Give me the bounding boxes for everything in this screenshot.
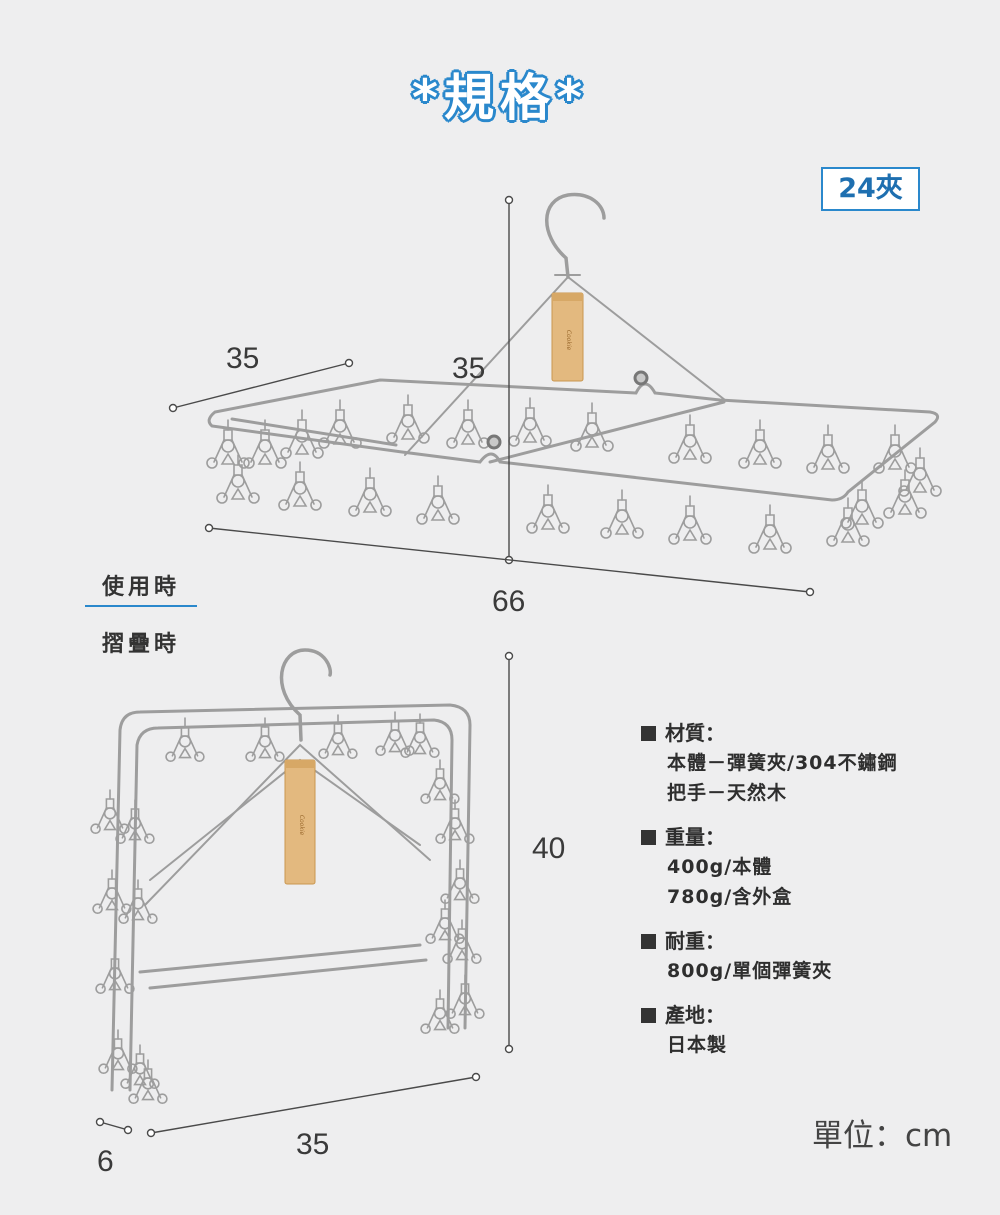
clothespin-icon xyxy=(600,489,644,539)
clothespin-icon xyxy=(420,989,460,1034)
clothespin-icon xyxy=(840,479,884,529)
clothespin-icon xyxy=(526,484,570,534)
clothespin-icon xyxy=(898,447,942,497)
folded-hanger-illustration xyxy=(90,648,485,1104)
dimension-lines xyxy=(95,195,815,1138)
bullet-square-icon xyxy=(641,726,656,741)
spec-line: 把手－天然木 xyxy=(667,782,788,804)
bullet-square-icon xyxy=(641,1008,656,1023)
state-divider xyxy=(85,605,197,607)
clothespin-icon xyxy=(318,399,362,449)
clothespin-icon xyxy=(748,504,792,554)
clothespin-icon xyxy=(118,879,158,925)
spec-list: 材質： 本體－彈簧夾/304不鏽鋼 把手－天然木 重量： 400g/本體 780… xyxy=(641,718,971,1074)
clothespin-icon xyxy=(386,394,430,444)
clothespin-icon xyxy=(280,409,324,459)
spec-line: 本體－彈簧夾/304不鏽鋼 xyxy=(667,752,898,774)
unit-label: 單位：cm xyxy=(812,1118,953,1154)
open-length-label: 66 xyxy=(492,585,526,618)
in-use-label: 使用時 xyxy=(102,575,181,600)
clothespin-icon xyxy=(90,789,130,835)
open-hanger-illustration xyxy=(206,192,942,554)
clothespin-icon xyxy=(738,419,782,469)
clothespin-icon xyxy=(416,475,460,525)
clothespin-icon xyxy=(206,419,250,469)
spec-line: 日本製 xyxy=(667,1034,728,1056)
folded-wooden-handle: Cookie xyxy=(284,759,316,885)
folded-width-label: 35 xyxy=(296,1128,330,1161)
clothespin-icon xyxy=(128,1059,168,1104)
spec-line: 400g/本體 xyxy=(667,856,773,878)
clothespin-icon xyxy=(278,461,322,511)
clothespin-icon xyxy=(348,467,392,517)
clothespin-icon xyxy=(243,419,287,469)
clothespin-icon xyxy=(440,859,480,905)
clip-count-badge: 24夾 xyxy=(821,167,920,211)
clothespin-icon xyxy=(165,717,205,763)
clothespin-icon xyxy=(435,799,475,845)
folded-height-label: 40 xyxy=(532,832,566,865)
clothespin-icon xyxy=(883,469,927,519)
svg-text:Cookie: Cookie xyxy=(565,330,572,351)
clothespin-icon xyxy=(442,919,482,965)
clothespin-icon xyxy=(95,949,135,995)
clothespin-icon xyxy=(92,869,132,915)
open-depth-label: 35 xyxy=(226,342,260,375)
spec-weight: 重量： 400g/本體 780g/含外盒 xyxy=(641,822,971,912)
spec-origin: 產地： 日本製 xyxy=(641,1000,971,1060)
bullet-square-icon xyxy=(641,830,656,845)
clothespin-icon xyxy=(245,717,285,763)
clothespin-icon xyxy=(98,1029,138,1074)
clothespin-icon xyxy=(806,424,850,474)
folded-label: 摺疊時 xyxy=(102,632,181,657)
clothespin-icon xyxy=(446,399,490,449)
spec-material: 材質： 本體－彈簧夾/304不鏽鋼 把手－天然木 xyxy=(641,718,971,808)
open-width-label: 35 xyxy=(452,352,486,385)
clothespin-icon xyxy=(400,713,440,759)
clothespin-icon xyxy=(508,397,552,447)
clothespin-icon xyxy=(570,402,614,452)
spec-load: 耐重： 800g/單個彈簧夾 xyxy=(641,926,971,986)
bullet-square-icon xyxy=(641,934,656,949)
spec-line: 780g/含外盒 xyxy=(667,886,793,908)
spec-line: 800g/單個彈簧夾 xyxy=(667,960,833,982)
clothespin-icon xyxy=(425,899,465,945)
page-title: *規格* xyxy=(411,69,589,127)
clothespin-icon xyxy=(668,495,712,545)
clothespin-icon xyxy=(420,759,460,805)
clothespin-icon xyxy=(668,414,712,464)
clothespin-icon xyxy=(445,974,485,1020)
clothespin-icon xyxy=(318,714,358,760)
folded-thickness-label: 6 xyxy=(97,1145,114,1178)
clothespin-icon xyxy=(216,454,260,504)
svg-text:Cookie: Cookie xyxy=(298,815,305,836)
clothespin-icon xyxy=(115,799,155,845)
wooden-handle: Cookie xyxy=(551,292,584,382)
